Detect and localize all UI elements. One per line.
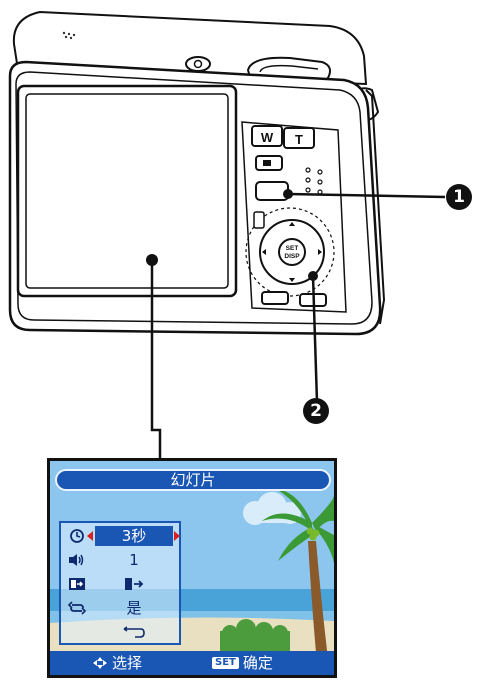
menu-row-interval[interactable]: 3秒 [61,525,180,547]
zoom-tele-label: T [295,132,303,147]
callout-line-1 [287,192,446,199]
repeat-value[interactable]: 是 [126,599,142,617]
menu-row-volume[interactable]: 1 [61,549,179,571]
callout-line-2 [311,275,319,403]
arrow-right-icon[interactable] [174,531,180,541]
hint-select: 选择 [92,651,142,675]
bush [220,619,290,653]
palm-leaves [262,489,334,563]
transition-value-icon[interactable] [95,574,173,594]
coconuts [306,527,320,541]
menu-row-repeat[interactable]: 是 [61,597,179,619]
lcd-title: 幻灯片 [55,469,331,491]
set-disp-button [278,238,306,266]
set-disp-label: SET [286,245,299,252]
zoom-tele-button [283,127,315,149]
callout-line-lcd [150,260,162,460]
repeat-icon [65,599,89,617]
volume-value[interactable]: 1 [129,551,139,569]
speaker-grille [62,31,76,40]
volume-icon [65,551,89,569]
camera-drawing: W T SET DISP [8,10,446,460]
hint-confirm-label: 确定 [242,654,273,672]
camera-lcd [16,84,238,298]
hint-select-label: 选择 [112,654,143,672]
arrow-left-icon[interactable] [87,531,93,541]
navigate-icon [93,656,107,669]
interval-value[interactable]: 3秒 [95,526,173,546]
timer-icon [65,527,89,545]
lcd-screen: 幻灯片 3秒 1 [47,458,337,678]
menu-button [255,181,289,201]
back-icon[interactable] [95,622,173,642]
menu-row-back[interactable] [61,621,179,643]
slideshow-menu: 3秒 1 [59,521,181,645]
palm-trunk [308,541,330,675]
zoom-wide-button [251,125,283,147]
transition-icon [65,575,89,593]
power-button [185,56,211,72]
indicator-dots [305,167,323,195]
callout-2: 2 [303,398,329,424]
menu-row-transition[interactable] [61,573,179,595]
zoom-wide-label: W [261,130,274,145]
callout-1: 1 [446,184,472,210]
set-badge: SET [212,656,239,669]
svg-text:DISP: DISP [284,253,300,260]
delete-button [261,291,289,305]
